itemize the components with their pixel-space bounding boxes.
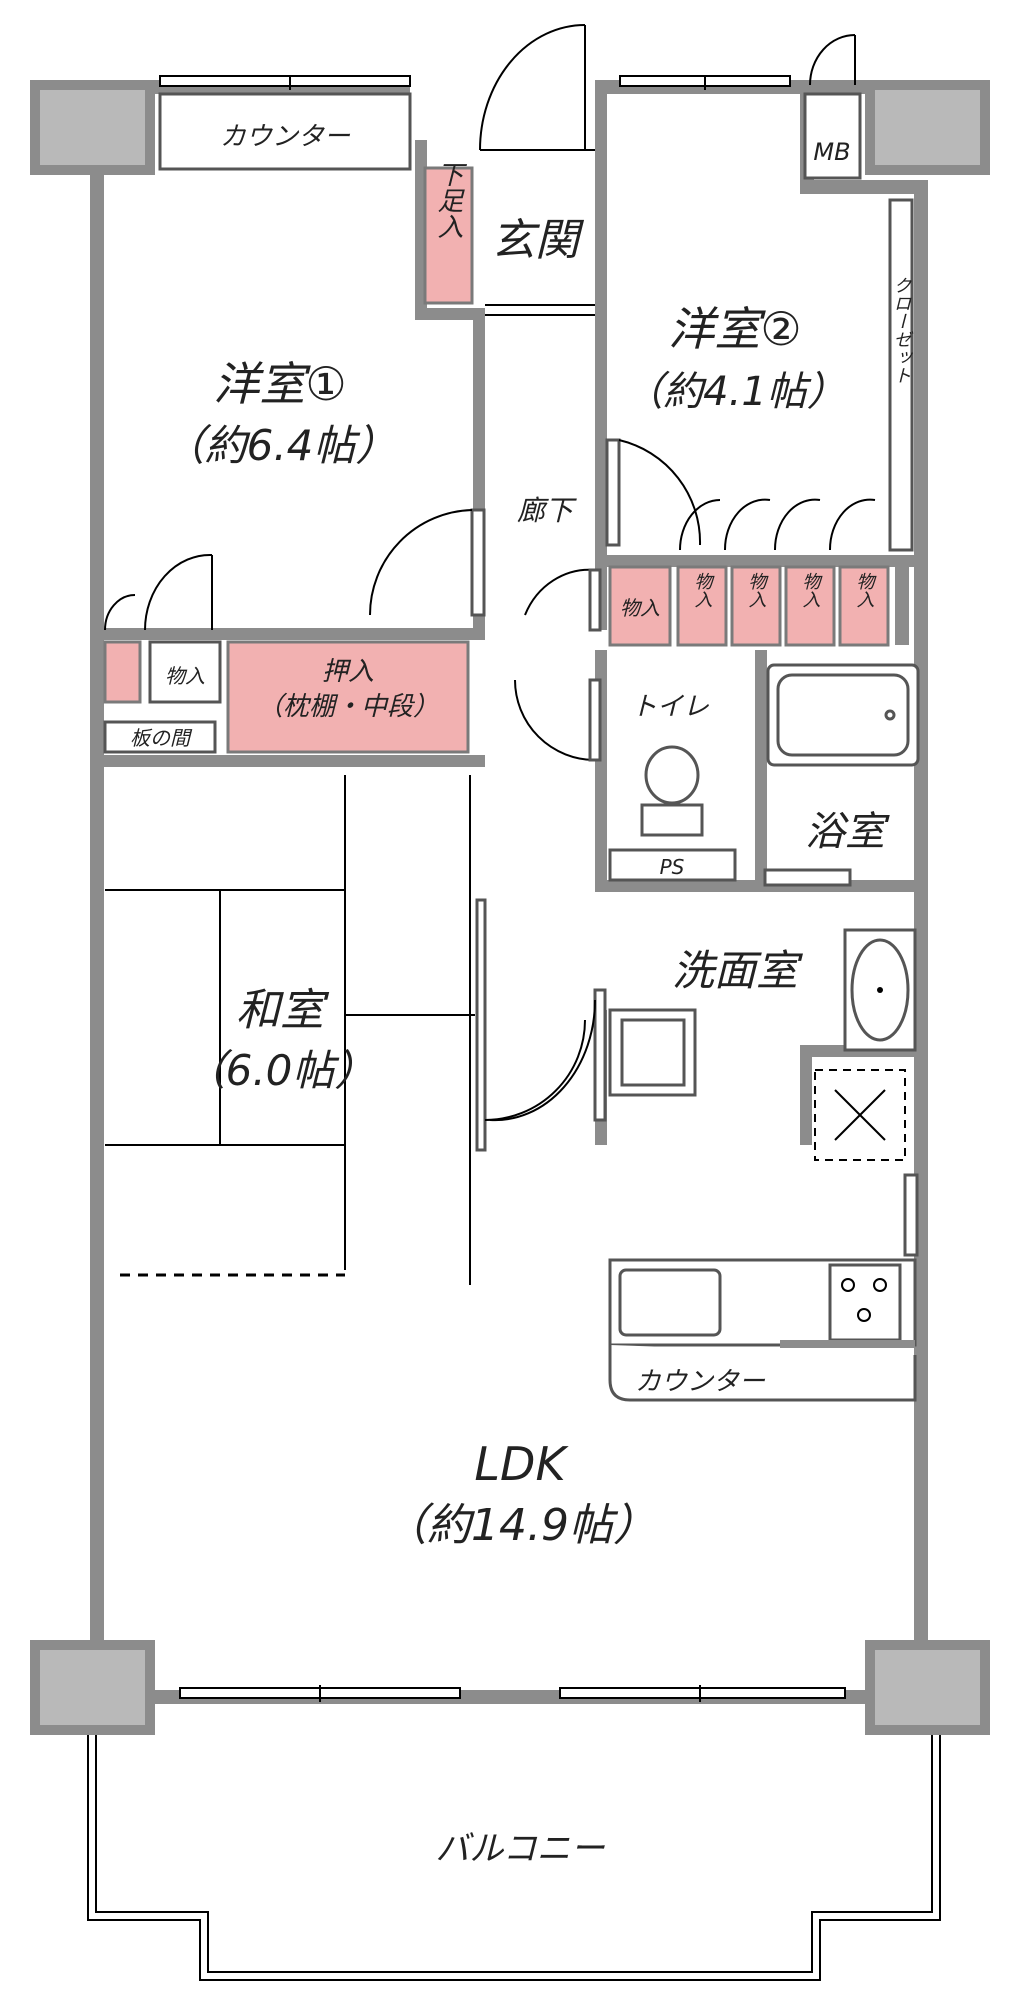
toilet-fixture (640, 745, 704, 837)
counter-kitchen-label: カウンター (635, 1367, 766, 1397)
kitchen-unit (608, 1258, 917, 1348)
closet-vertical (888, 198, 914, 552)
ps-label: PS (660, 855, 685, 879)
mb-label: MB (813, 138, 850, 166)
bath-label: 浴室 (805, 809, 890, 855)
monoire-3: 物入 (746, 572, 767, 608)
mb-box (803, 92, 862, 180)
western2-door[interactable] (605, 438, 702, 547)
washroom-door[interactable] (489, 988, 607, 1122)
monoire-w1 (148, 640, 222, 704)
entrance-label: 玄関 (491, 215, 585, 266)
itanoma-label: 板の間 (130, 726, 193, 750)
western2-area: （約4.1帖） (623, 369, 847, 415)
monoire-2: 物入 (692, 572, 713, 608)
fridge-space (814, 1069, 906, 1161)
column-bottom-left (30, 1640, 155, 1735)
monoire-5: 物入 (854, 572, 875, 608)
hallway-label: 廊下 (517, 494, 577, 527)
hall-doors[interactable] (514, 568, 602, 762)
monoire-4: 物入 (800, 572, 821, 608)
monoire-1: 物入 (620, 596, 660, 620)
western2-closet-doors[interactable] (679, 498, 876, 551)
shoe-box (423, 166, 474, 305)
wash-basin (843, 928, 917, 1052)
ps-box (608, 848, 737, 882)
oshiire (226, 640, 470, 754)
western2-name: 洋室② (668, 302, 801, 356)
japanese-name: 和室 (236, 985, 330, 1036)
bathtub (766, 663, 920, 767)
itanoma (103, 720, 217, 754)
counter-top (158, 92, 412, 171)
balcony-label: バルコニー (435, 1829, 605, 1869)
washroom-label: 洗面室 (672, 946, 803, 995)
japanese-sliding-doors[interactable] (475, 898, 586, 1152)
shelf-small (903, 1173, 919, 1257)
columns (30, 80, 990, 1735)
bath-step (763, 868, 852, 887)
monoire-w1-label: 物入 (165, 664, 205, 688)
oshiire-note: （枕棚・中段） (257, 692, 439, 722)
tatami-lines (105, 775, 475, 1285)
monoire-row (608, 565, 909, 647)
counter-top-label: カウンター (220, 122, 351, 152)
closet-vertical-label: クローゼット (891, 276, 912, 384)
ldk-name: LDK (474, 1437, 569, 1491)
windows (159, 75, 846, 1702)
toilet-label: トイレ (631, 692, 709, 722)
western1-area: （約6.4帖） (163, 421, 398, 470)
balcony-outline (87, 1735, 941, 1981)
entrance-door[interactable] (479, 24, 595, 151)
western1-closet-doors[interactable] (104, 553, 213, 631)
western1-door[interactable] (369, 508, 486, 617)
oshiire-label: 押入 (322, 657, 374, 687)
column-top-right (865, 80, 990, 175)
shoe-box-label: 下足入 (433, 161, 463, 239)
ldk-area: （約14.9帖） (383, 1500, 657, 1551)
western1-name: 洋室① (213, 357, 346, 411)
small-storage-left (103, 640, 142, 704)
column-bottom-right (865, 1640, 990, 1735)
washing-machine (608, 1008, 697, 1097)
japanese-area: （6.0帖） (184, 1046, 377, 1095)
column-top-left (30, 80, 155, 175)
